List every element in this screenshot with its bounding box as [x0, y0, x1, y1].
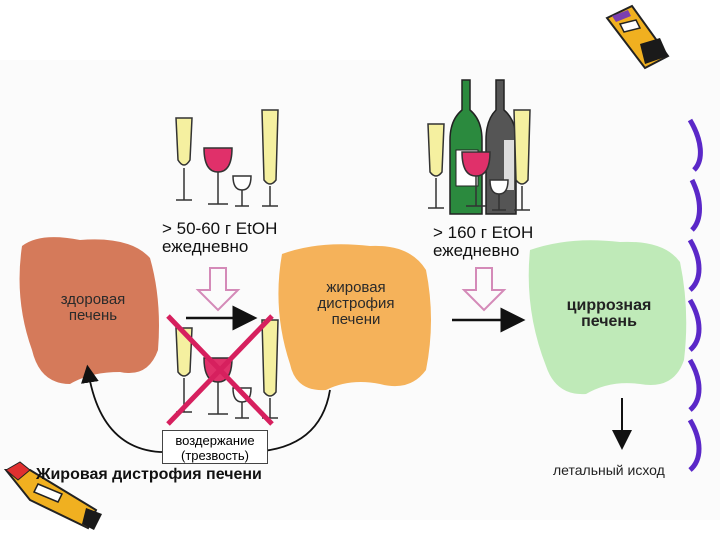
glasses-group-2	[427, 79, 531, 215]
small-glass-icon	[489, 179, 509, 211]
healthy-liver-label: здоровая печень	[60, 291, 126, 324]
fatty-liver-label: жировая дистрофия печени	[317, 279, 395, 328]
pink-down-arrow-2	[461, 267, 507, 312]
arrow-abstinence-return	[81, 364, 331, 453]
tall-glass-icon	[261, 109, 279, 207]
glasses-group-1	[175, 109, 279, 207]
small-glass-icon	[232, 175, 252, 207]
healthy-liver-shape	[19, 237, 159, 384]
pencil-icon-top	[605, 4, 670, 70]
wine-glass-icon	[203, 147, 233, 205]
crossed-glasses	[166, 314, 279, 426]
pink-down-arrow-1	[195, 267, 241, 312]
champagne-glass-icon	[175, 117, 193, 201]
outcome-label: летальный исход	[553, 462, 665, 478]
condition-label-1: > 50-60 г EtOH ежедневно	[162, 219, 278, 256]
condition-label-2: > 160 г EtOH ежедневно	[433, 223, 534, 260]
fatty-liver-shape	[278, 244, 431, 391]
pencil-icon-bottom	[3, 461, 102, 530]
bottle-icon-green	[449, 79, 483, 215]
diagram-caption: Жировая дистрофия печени	[36, 466, 262, 483]
right-edge-decoration	[687, 118, 703, 472]
cirrhotic-liver-shape	[528, 240, 687, 395]
tall-glass-icon	[513, 109, 531, 211]
champagne-glass-icon	[427, 123, 445, 209]
abstinence-box: воздержание (трезвость)	[162, 430, 268, 464]
wine-glass-icon	[461, 151, 491, 207]
cross-stroke-2	[166, 314, 274, 426]
cirrhotic-liver-label: циррозная печень	[566, 297, 652, 330]
